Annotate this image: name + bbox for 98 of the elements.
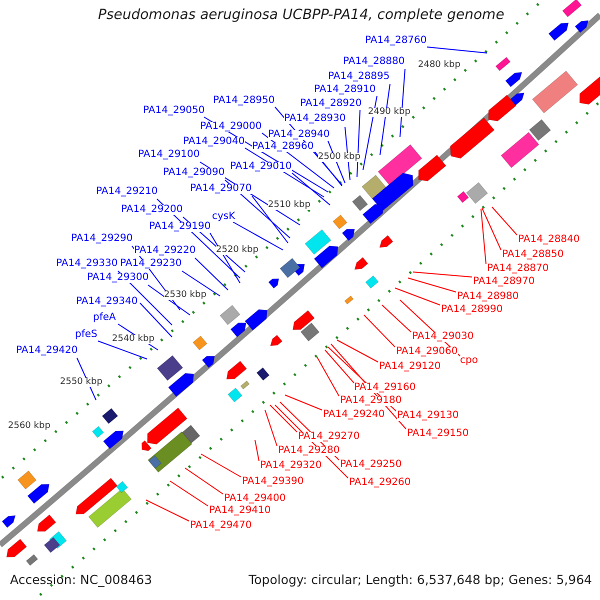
gene-label: PA14_28960 xyxy=(252,142,314,152)
gene-label: pfeA xyxy=(93,313,116,323)
leader-line xyxy=(316,356,340,396)
scale-label: 2560 kbp xyxy=(8,422,50,431)
gene-label: PA14_29060 xyxy=(396,347,458,357)
leader-line xyxy=(336,340,378,362)
leader-line xyxy=(264,410,278,446)
gene-label: PA14_29240 xyxy=(323,410,385,420)
leader-line xyxy=(394,288,440,306)
scale-label: 2500 kbp xyxy=(318,153,360,162)
gene-label: PA14_28870 xyxy=(487,264,549,274)
leader-line xyxy=(356,110,360,178)
leader-line xyxy=(98,340,148,360)
gene-label: PA14_29410 xyxy=(209,506,271,516)
leader-line xyxy=(200,454,242,478)
scale-label: 2510 kbp xyxy=(268,201,310,210)
gene-label: PA14_28840 xyxy=(518,235,580,245)
leader-line xyxy=(380,84,390,156)
leader-line xyxy=(252,196,288,244)
footer-text: Accession: NC_008463 xyxy=(10,574,152,586)
scale-label: 2530 kbp xyxy=(164,291,206,300)
gene-label: PA14_29000 xyxy=(200,122,262,132)
leader-line xyxy=(400,68,406,138)
gene-label: PA14_28920 xyxy=(300,99,362,109)
gene-label: PA14_29030 xyxy=(412,332,474,342)
leader-line xyxy=(184,468,224,494)
scale-label: 2540 kbp xyxy=(112,335,154,344)
gene-label: PA14_29220 xyxy=(134,246,196,256)
leader-line xyxy=(140,302,172,338)
gene-label: PA14_29050 xyxy=(143,106,205,116)
gene-label: PA14_28940 xyxy=(268,130,330,140)
gene-label: pfeS xyxy=(75,330,98,340)
leader-line xyxy=(146,500,190,522)
gene-label: PA14_28760 xyxy=(365,36,427,46)
gene-label: PA14_29400 xyxy=(224,494,286,504)
leader-line xyxy=(254,440,260,462)
gene-label: PA14_29070 xyxy=(190,184,252,194)
gene-label: PA14_29120 xyxy=(379,362,441,372)
leader-line xyxy=(284,394,322,410)
leader-line xyxy=(314,152,342,186)
leader-line xyxy=(170,480,208,506)
gene-label: PA14_29290 xyxy=(71,234,133,244)
scale-label: 2490 kbp xyxy=(368,108,410,117)
leader-line xyxy=(382,304,412,332)
gene-label: PA14_29010 xyxy=(230,162,292,172)
leader-line xyxy=(480,208,486,264)
scale-label: 2550 kbp xyxy=(60,378,102,387)
scale-label: 2520 kbp xyxy=(216,246,258,255)
gene-label: cysK xyxy=(212,212,236,222)
gene-label: PA14_29100 xyxy=(138,150,200,160)
gene-label: PA14_29270 xyxy=(298,432,360,442)
gene-label: PA14_29200 xyxy=(121,205,183,215)
gene-label: PA14_29180 xyxy=(340,396,402,406)
gene-label: PA14_29190 xyxy=(149,222,211,232)
gene-label: cpo xyxy=(460,356,478,366)
gene-label: PA14_29260 xyxy=(349,478,411,488)
leader-line xyxy=(408,278,456,292)
leader-line xyxy=(182,270,220,296)
leader-line xyxy=(270,404,298,432)
gene-label: PA14_29320 xyxy=(260,461,322,471)
gene-label: PA14_29280 xyxy=(278,446,340,456)
gene-label: PA14_28910 xyxy=(314,85,376,95)
diagram-title: Pseudomonas aeruginosa UCBPP-PA14, complete genome xyxy=(98,8,504,22)
leader-line xyxy=(362,96,378,170)
leader-line xyxy=(492,206,518,236)
gene-label: PA14_28880 xyxy=(343,57,405,67)
leader-line xyxy=(292,172,330,206)
gene-label: PA14_28950 xyxy=(213,96,275,106)
gene-label: PA14_29340 xyxy=(76,297,138,307)
footer-text: Topology: circular; Length: 6,537,648 bp; Genes: 5,964 xyxy=(248,574,592,586)
gene-label: PA14_29390 xyxy=(242,477,304,487)
gene-label: PA14_28970 xyxy=(473,277,535,287)
gene-label: PA14_28990 xyxy=(441,305,503,315)
gene-label: PA14_29090 xyxy=(163,168,225,178)
scale-label: 2480 kbp xyxy=(418,61,460,70)
gene-label: PA14_29250 xyxy=(340,460,402,470)
gene-label: PA14_29230 xyxy=(120,259,182,269)
gene-label: PA14_28930 xyxy=(284,114,346,124)
gene-label: PA14_29040 xyxy=(183,137,245,147)
gene-label: PA14_29150 xyxy=(407,429,469,439)
gene-label: PA14_29210 xyxy=(96,187,158,197)
gene-label: PA14_29470 xyxy=(190,521,252,531)
gene-label: PA14_29130 xyxy=(397,411,459,421)
leader-line xyxy=(232,222,284,250)
leader-line xyxy=(412,272,472,278)
gene-label: PA14_29300 xyxy=(87,273,149,283)
gene-label: PA14_29330 xyxy=(56,259,118,269)
leader-line xyxy=(482,208,502,250)
gene-label: PA14_29160 xyxy=(354,383,416,393)
gene-label: PA14_28895 xyxy=(328,72,390,82)
gene-label: PA14_28850 xyxy=(502,250,564,260)
leader-line xyxy=(194,258,228,290)
leader-line xyxy=(426,46,488,54)
leader-line xyxy=(148,284,190,316)
gene-label: PA14_29420 xyxy=(16,346,78,356)
gene-label: PA14_28980 xyxy=(457,292,519,302)
leader-line xyxy=(324,350,354,384)
leader-line xyxy=(364,314,396,348)
